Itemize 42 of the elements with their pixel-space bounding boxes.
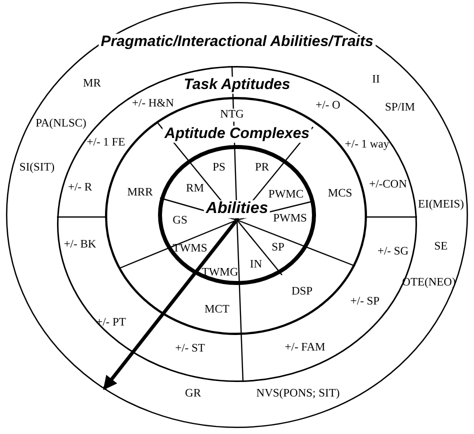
segment-label: SP bbox=[272, 242, 284, 254]
segment-label: +/- H&N bbox=[132, 98, 174, 110]
segment-label: TWMS bbox=[172, 242, 208, 256]
segment-label: MCT bbox=[204, 304, 230, 316]
ring-title: Task Aptitudes bbox=[182, 76, 292, 94]
segment-label: +/- ST bbox=[175, 342, 205, 356]
segment-label: SI(SIT) bbox=[19, 162, 55, 174]
segment-label: GS bbox=[172, 214, 188, 228]
ring-title: Abilities bbox=[204, 200, 270, 218]
segment-label: +/- BK bbox=[64, 238, 96, 252]
segment-label: RM bbox=[186, 182, 204, 196]
segment-label: +/- SP bbox=[350, 296, 380, 308]
segment-label: EI(MEIS) bbox=[418, 198, 464, 212]
segment-label: +/- 1 way bbox=[344, 138, 390, 152]
segment-label: MCS bbox=[328, 188, 352, 200]
segment-label: NVS(PONS; SIT) bbox=[256, 388, 340, 400]
segment-label: +/- PT bbox=[96, 316, 126, 330]
segment-label: NTG bbox=[220, 108, 244, 122]
segment-label: MRR bbox=[127, 186, 153, 200]
segment-label: DSP bbox=[291, 286, 313, 298]
segment-label: PA(NLSC) bbox=[36, 118, 86, 130]
segment-label: +/- FAM bbox=[284, 342, 326, 354]
segment-label: +/-CON bbox=[369, 178, 407, 192]
segment-label: SE bbox=[434, 240, 448, 254]
segment-label: PS bbox=[212, 162, 226, 174]
segment-label: +/- 1 FE bbox=[86, 136, 126, 150]
segment-label: GR bbox=[185, 388, 201, 400]
segment-label: IN bbox=[250, 258, 262, 272]
segment-label: II bbox=[372, 74, 380, 86]
segment-label: +/- SG bbox=[377, 246, 409, 258]
segment-label: PWMS bbox=[273, 212, 307, 226]
segment-label: TWMG bbox=[202, 266, 238, 280]
ring-title: Pragmatic/Interactional Abilities/Traits bbox=[98, 34, 376, 50]
ring bbox=[158, 145, 316, 285]
segment-label: SP/IM bbox=[384, 102, 416, 114]
segment-label: MR bbox=[83, 78, 101, 90]
segment-label: PR bbox=[254, 162, 270, 174]
ring bbox=[6, 2, 468, 428]
segment-label: PWMC bbox=[268, 188, 304, 202]
segment-label: +/- R bbox=[68, 182, 92, 194]
segment-label: +/- O bbox=[316, 100, 340, 112]
ring-title: Aptitude Complexes bbox=[162, 126, 312, 142]
